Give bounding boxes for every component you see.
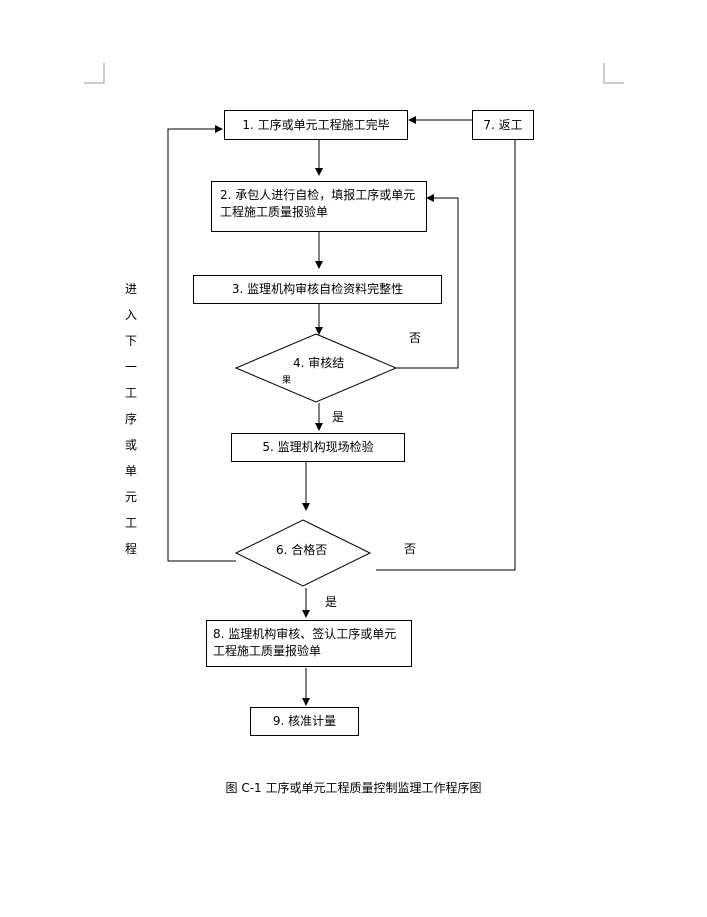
- no-label-step-4: 否: [409, 331, 422, 345]
- figure-caption: 图 C-1 工序或单元工程质量控制监理工作程序图: [225, 781, 482, 795]
- vertical-char: 下: [124, 334, 137, 348]
- step-9-box: 9. 核准计量: [250, 707, 359, 736]
- step-5-label: 5. 监理机构现场检验: [262, 440, 374, 454]
- no-label-step-6: 否: [404, 542, 417, 556]
- vertical-char: 程: [124, 542, 137, 556]
- step-3-label: 3. 监理机构审核自检资料完整性: [231, 282, 404, 296]
- vertical-char: 单: [124, 464, 137, 478]
- step-1-box: 1. 工序或单元工程施工完毕: [224, 110, 408, 140]
- vertical-char: 序: [124, 412, 137, 426]
- vertical-char: 一: [124, 360, 137, 374]
- arrow-4-no-to-2: [396, 194, 459, 369]
- step-4-label: 4. 审核结: [293, 356, 345, 370]
- arrow-6-next-to-1: [167, 125, 236, 562]
- page-corner-marks: [84, 63, 624, 84]
- step-2-label: 2. 承包人进行自检，填报工序或单元工程施工质量报验单: [220, 188, 416, 219]
- yes-label-step-6: 是: [325, 595, 338, 609]
- step-4-label-extra: 果: [282, 376, 292, 386]
- vertical-char: 进: [124, 282, 137, 296]
- step-9-label: 9. 核准计量: [272, 714, 337, 728]
- step-7-label: 7. 返工: [483, 117, 523, 132]
- vertical-char: 或: [124, 438, 137, 452]
- step-8-label: 8. 监理机构审核、签认工序或单元工程施工质量报验单: [213, 627, 397, 658]
- step-3-box: 3. 监理机构审核自检资料完整性: [193, 275, 442, 304]
- vertical-char: 元: [124, 490, 137, 504]
- yes-label-step-4: 是: [332, 410, 345, 424]
- vertical-char: 工: [124, 386, 137, 400]
- step-1-label: 1. 工序或单元工程施工完毕: [242, 117, 390, 132]
- line-6-no-to-7: [376, 140, 516, 571]
- step-6-label: 6. 合格否: [276, 543, 328, 557]
- step-7-box: 7. 返工: [472, 110, 534, 140]
- vertical-char: 工: [124, 516, 137, 530]
- step-8-box: 8. 监理机构审核、签认工序或单元工程施工质量报验单: [206, 620, 412, 667]
- next-process-vertical-text: 进 入 下 一 工 序 或 单 元 工 程: [124, 276, 138, 562]
- decision-diamond-6: [234, 519, 372, 587]
- vertical-char: 入: [124, 308, 137, 322]
- step-5-box: 5. 监理机构现场检验: [231, 433, 405, 462]
- step-2-box: 2. 承包人进行自检，填报工序或单元工程施工质量报验单: [211, 181, 427, 232]
- decision-diamond-4: [234, 333, 398, 403]
